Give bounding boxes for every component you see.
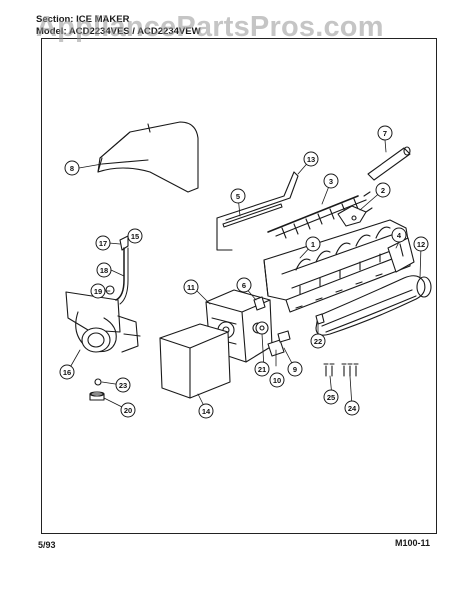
svg-text:24: 24 [348, 404, 357, 413]
callout-20: 20 [120, 402, 136, 418]
callout-21: 21 [254, 361, 270, 377]
svg-text:4: 4 [397, 231, 402, 240]
svg-text:8: 8 [70, 164, 74, 173]
part-22-clip [315, 313, 325, 325]
callout-3: 3 [323, 173, 339, 189]
svg-text:23: 23 [119, 381, 127, 390]
svg-text:2: 2 [381, 186, 385, 195]
svg-text:20: 20 [124, 406, 132, 415]
footer-date: 5/93 [38, 540, 56, 550]
svg-text:22: 22 [314, 337, 322, 346]
svg-text:11: 11 [187, 283, 195, 292]
model-label: Model: [36, 26, 67, 37]
part-21-gear [255, 321, 269, 335]
callout-5: 5 [230, 188, 246, 204]
footer-page-code: M100-11 [394, 538, 430, 548]
svg-text:6: 6 [242, 281, 246, 290]
callout-25: 25 [323, 389, 339, 405]
callout-16: 16 [59, 364, 75, 380]
part-12-heater [315, 275, 432, 336]
callout-22: 22 [310, 333, 326, 349]
svg-text:3: 3 [329, 177, 333, 186]
part-23-20-small [89, 378, 105, 401]
part-24-25-screws [323, 363, 359, 377]
watermark: AppliancePartsPros.com [36, 11, 384, 43]
callout-18: 18 [96, 262, 112, 278]
svg-text:1: 1 [311, 240, 315, 249]
callout-2: 2 [375, 182, 391, 198]
svg-text:21: 21 [258, 365, 266, 374]
part-6-switch [253, 296, 266, 311]
part-16-valve [65, 291, 141, 353]
svg-text:10: 10 [273, 376, 281, 385]
section-value: ICE MAKER [76, 14, 130, 25]
svg-text:7: 7 [383, 129, 387, 138]
part-7-tube [367, 146, 411, 181]
callout-1: 1 [305, 236, 321, 252]
leader-lines [67, 139, 422, 411]
part-1-mold [263, 219, 411, 313]
callout-7: 7 [377, 125, 393, 141]
svg-text:16: 16 [63, 368, 71, 377]
part-8-insulation [97, 121, 199, 193]
model-row: Model: ACD2234VES / ACD2234VEW [36, 26, 201, 38]
part-9-10-blocks [267, 330, 291, 357]
callout-6: 6 [236, 277, 252, 293]
callout-14: 14 [198, 403, 214, 419]
svg-text:25: 25 [327, 393, 335, 402]
svg-text:5: 5 [236, 192, 240, 201]
svg-text:18: 18 [100, 266, 108, 275]
svg-text:15: 15 [131, 232, 139, 241]
svg-text:14: 14 [202, 407, 211, 416]
svg-text:17: 17 [99, 239, 107, 248]
callout-10: 10 [269, 372, 285, 388]
callout-8: 8 [64, 160, 80, 176]
svg-text:13: 13 [307, 155, 315, 164]
callout-24: 24 [344, 400, 360, 416]
callout-17: 17 [95, 235, 111, 251]
callout-12: 12 [413, 236, 429, 252]
svg-text:19: 19 [94, 287, 102, 296]
part-3-ejector [267, 191, 371, 239]
callout-23: 23 [115, 377, 131, 393]
callouts: 8 7 13 5 3 2 1 4 12 11 6 21 10 9 22 14 1… [59, 125, 429, 419]
svg-text:9: 9 [293, 365, 297, 374]
callout-11: 11 [183, 279, 199, 295]
callout-15: 15 [127, 228, 143, 244]
header: Section: ICE MAKER Model: ACD2234VES / A… [36, 14, 201, 38]
section-row: Section: ICE MAKER [36, 14, 201, 26]
model-value: ACD2234VES / ACD2234VEW [68, 26, 201, 37]
callout-19: 19 [90, 283, 106, 299]
part-14-cover [159, 323, 231, 399]
part-2-clip [337, 205, 373, 227]
part-13-arm [216, 171, 299, 251]
svg-text:12: 12 [417, 240, 425, 249]
part-5-arm [222, 203, 283, 228]
part-17-18-19-tube [105, 235, 129, 305]
callout-9: 9 [287, 361, 303, 377]
diagram-frame [41, 38, 437, 534]
callout-4: 4 [391, 227, 407, 243]
section-label: Section: [36, 14, 74, 25]
callout-13: 13 [303, 151, 319, 167]
